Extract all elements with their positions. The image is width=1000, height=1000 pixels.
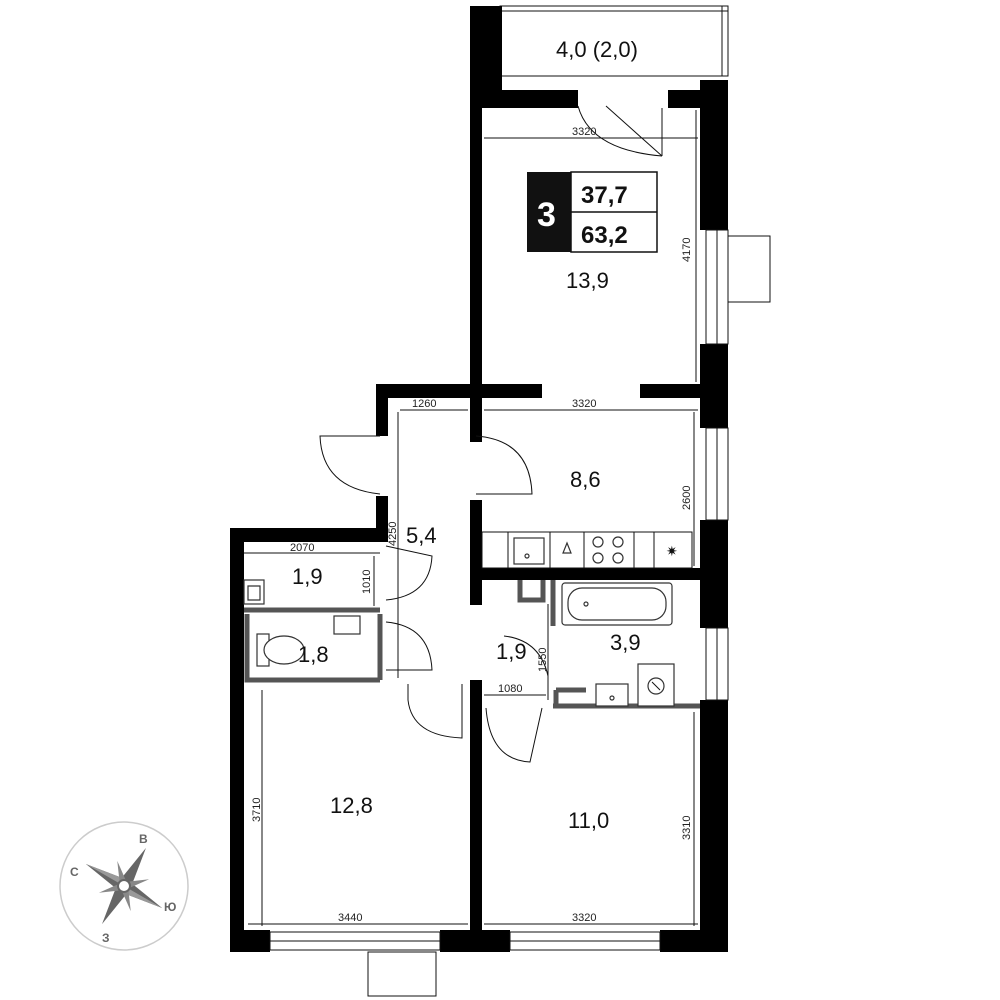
dim-hall-height: 4250 (387, 522, 399, 546)
compass-north: В (139, 832, 148, 846)
dim-right-height: 3310 (681, 816, 693, 840)
dim-right-width: 3320 (572, 912, 596, 924)
dim-corridor-width: 1080 (498, 683, 522, 695)
fridge-icon: ✷ (666, 544, 678, 560)
dimension-lines (244, 110, 698, 926)
room-area-corridor: 1,9 (496, 639, 527, 664)
faucet-icon (562, 541, 572, 554)
dim-corridor-height: 1550 (537, 648, 549, 672)
compass-south: З (102, 931, 110, 945)
room-area-bedroom-left: 12,8 (330, 793, 373, 818)
compass-west: С (70, 865, 79, 879)
dim-wc-height: 1010 (361, 570, 373, 594)
dim-wc-width: 2070 (290, 542, 314, 554)
compass-rose-icon: В С Ю З (59, 821, 189, 951)
sink-icon (595, 683, 629, 707)
room-area-wc1: 1,9 (292, 564, 323, 589)
dim-left-width: 3440 (338, 912, 362, 924)
dim-hall-width: 1260 (412, 398, 436, 410)
badge-room-count: 3 (537, 196, 556, 234)
apartment-badge: 3 37,7 63,2 (527, 171, 658, 253)
stove-icon (592, 536, 624, 564)
room-area-living: 13,9 (566, 268, 609, 293)
badge-total-area: 63,2 (581, 222, 628, 249)
dim-kitchen-width: 3320 (572, 398, 596, 410)
room-area-hall: 5,4 (406, 523, 437, 548)
compass-east: Ю (164, 900, 176, 914)
kitchen-sink-icon (513, 537, 545, 565)
room-area-bedroom-right: 11,0 (568, 808, 609, 833)
room-area-bath: 3,9 (610, 630, 641, 655)
dim-top-height: 4170 (681, 238, 693, 262)
dim-top-width: 3320 (572, 126, 596, 138)
walls (230, 6, 728, 952)
bath-fixtures (243, 579, 675, 707)
kitchen-counter: ✷ (481, 531, 693, 569)
doors (319, 105, 663, 763)
room-area-kitchen: 8,6 (570, 467, 601, 492)
room-area-wc2: 1,8 (298, 642, 329, 667)
dim-kitchen-height: 2600 (681, 486, 693, 510)
badge-living-area: 37,7 (581, 182, 628, 209)
room-area-balcony: 4,0 (2,0) (556, 37, 638, 62)
windows (269, 229, 771, 997)
sink-small-icon (333, 615, 361, 635)
dim-left-height: 3710 (251, 798, 263, 822)
